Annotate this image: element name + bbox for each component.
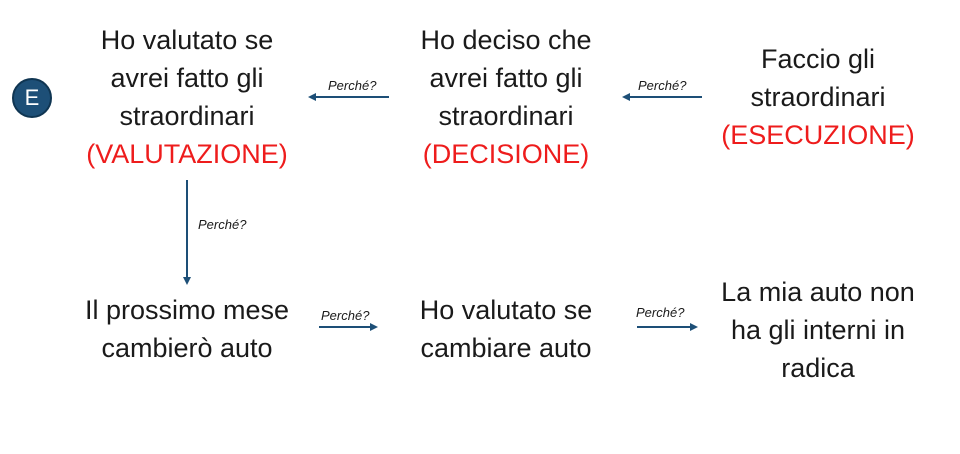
node-valutazione-line-1: Ho valutato se bbox=[100, 25, 274, 55]
node-cambio-auto: Il prossimo mese cambierò auto bbox=[85, 291, 289, 367]
node-esecuzione: Faccio gli straordinari (ESECUZIONE) bbox=[721, 40, 915, 154]
node-decisione-line-2: avrei fatto gli bbox=[429, 63, 583, 93]
node-decisione-line-1: Ho deciso che bbox=[420, 25, 592, 55]
node-decisione-line-3: straordinari bbox=[438, 101, 574, 131]
node-valutazione-line-3: straordinari bbox=[119, 101, 255, 131]
edge-label-decisione-to-valutazione: Perché? bbox=[328, 78, 377, 93]
node-valutato-cambiare-line-2: cambiare auto bbox=[420, 333, 592, 363]
node-valutazione-line-2: avrei fatto gli bbox=[110, 63, 264, 93]
edge-label-valutato-cambiare-to-interni: Perché? bbox=[636, 305, 685, 320]
node-esecuzione-line-1: Faccio gli bbox=[760, 44, 876, 74]
edge-label-esecuzione-to-decisione: Perché? bbox=[638, 78, 687, 93]
node-interni: La mia auto non ha gli interni in radica bbox=[721, 273, 915, 387]
edge-label-valutazione-to-cambio-auto: Perché? bbox=[198, 217, 247, 232]
node-interni-line-2: ha gli interni in bbox=[730, 315, 906, 345]
node-interni-line-3: radica bbox=[781, 353, 855, 383]
node-esecuzione-tag: (ESECUZIONE) bbox=[721, 120, 915, 150]
step-badge: E bbox=[12, 78, 52, 118]
node-decisione: Ho deciso che avrei fatto gli straordina… bbox=[420, 21, 591, 173]
node-esecuzione-line-2: straordinari bbox=[750, 82, 886, 112]
node-cambio-auto-line-1: Il prossimo mese bbox=[84, 295, 290, 325]
node-valutazione-tag: (VALUTAZIONE) bbox=[86, 139, 288, 169]
node-valutato-cambiare-line-1: Ho valutato se bbox=[419, 295, 593, 325]
node-cambio-auto-line-2: cambierò auto bbox=[101, 333, 273, 363]
node-valutato-cambiare: Ho valutato se cambiare auto bbox=[420, 291, 593, 367]
node-decisione-tag: (DECISIONE) bbox=[422, 139, 590, 169]
node-interni-line-1: La mia auto non bbox=[721, 277, 915, 307]
edge-label-cambio-auto-to-valutato-cambiare: Perché? bbox=[321, 308, 370, 323]
node-valutazione: Ho valutato se avrei fatto gli straordin… bbox=[86, 21, 288, 173]
